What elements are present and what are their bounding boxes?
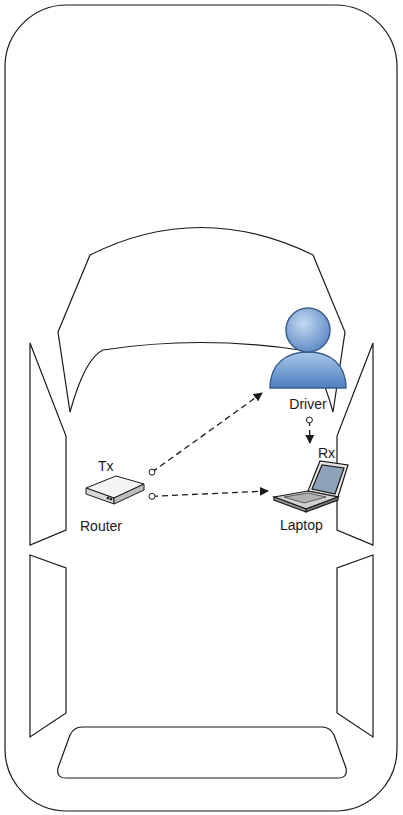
start-point — [306, 417, 312, 423]
dashed-arrow — [309, 420, 311, 443]
device-node: TxRouter — [80, 456, 152, 540]
side-window — [30, 555, 66, 737]
node-label: Router — [80, 518, 122, 534]
dashed-arrow — [152, 491, 268, 496]
side-window — [337, 555, 373, 737]
rear-window — [58, 727, 347, 778]
node-label: Driver — [262, 396, 354, 412]
laptop-icon — [274, 461, 348, 512]
device-node: RxLaptop — [268, 443, 354, 535]
node-label: Laptop — [280, 517, 323, 533]
tx-label: Tx — [98, 458, 114, 474]
start-point — [149, 469, 155, 475]
car-body — [5, 5, 397, 811]
signal-path — [306, 417, 312, 443]
signal-path — [149, 393, 262, 475]
person-body — [270, 352, 346, 388]
router-icon — [86, 476, 144, 504]
person-head — [286, 308, 330, 352]
signal-path — [149, 491, 268, 499]
start-point — [149, 493, 155, 499]
windshield — [58, 228, 345, 413]
side-window — [30, 343, 66, 545]
device-node: Driver — [262, 300, 354, 420]
rx-label: Rx — [318, 445, 335, 461]
dashed-arrow — [152, 393, 262, 472]
